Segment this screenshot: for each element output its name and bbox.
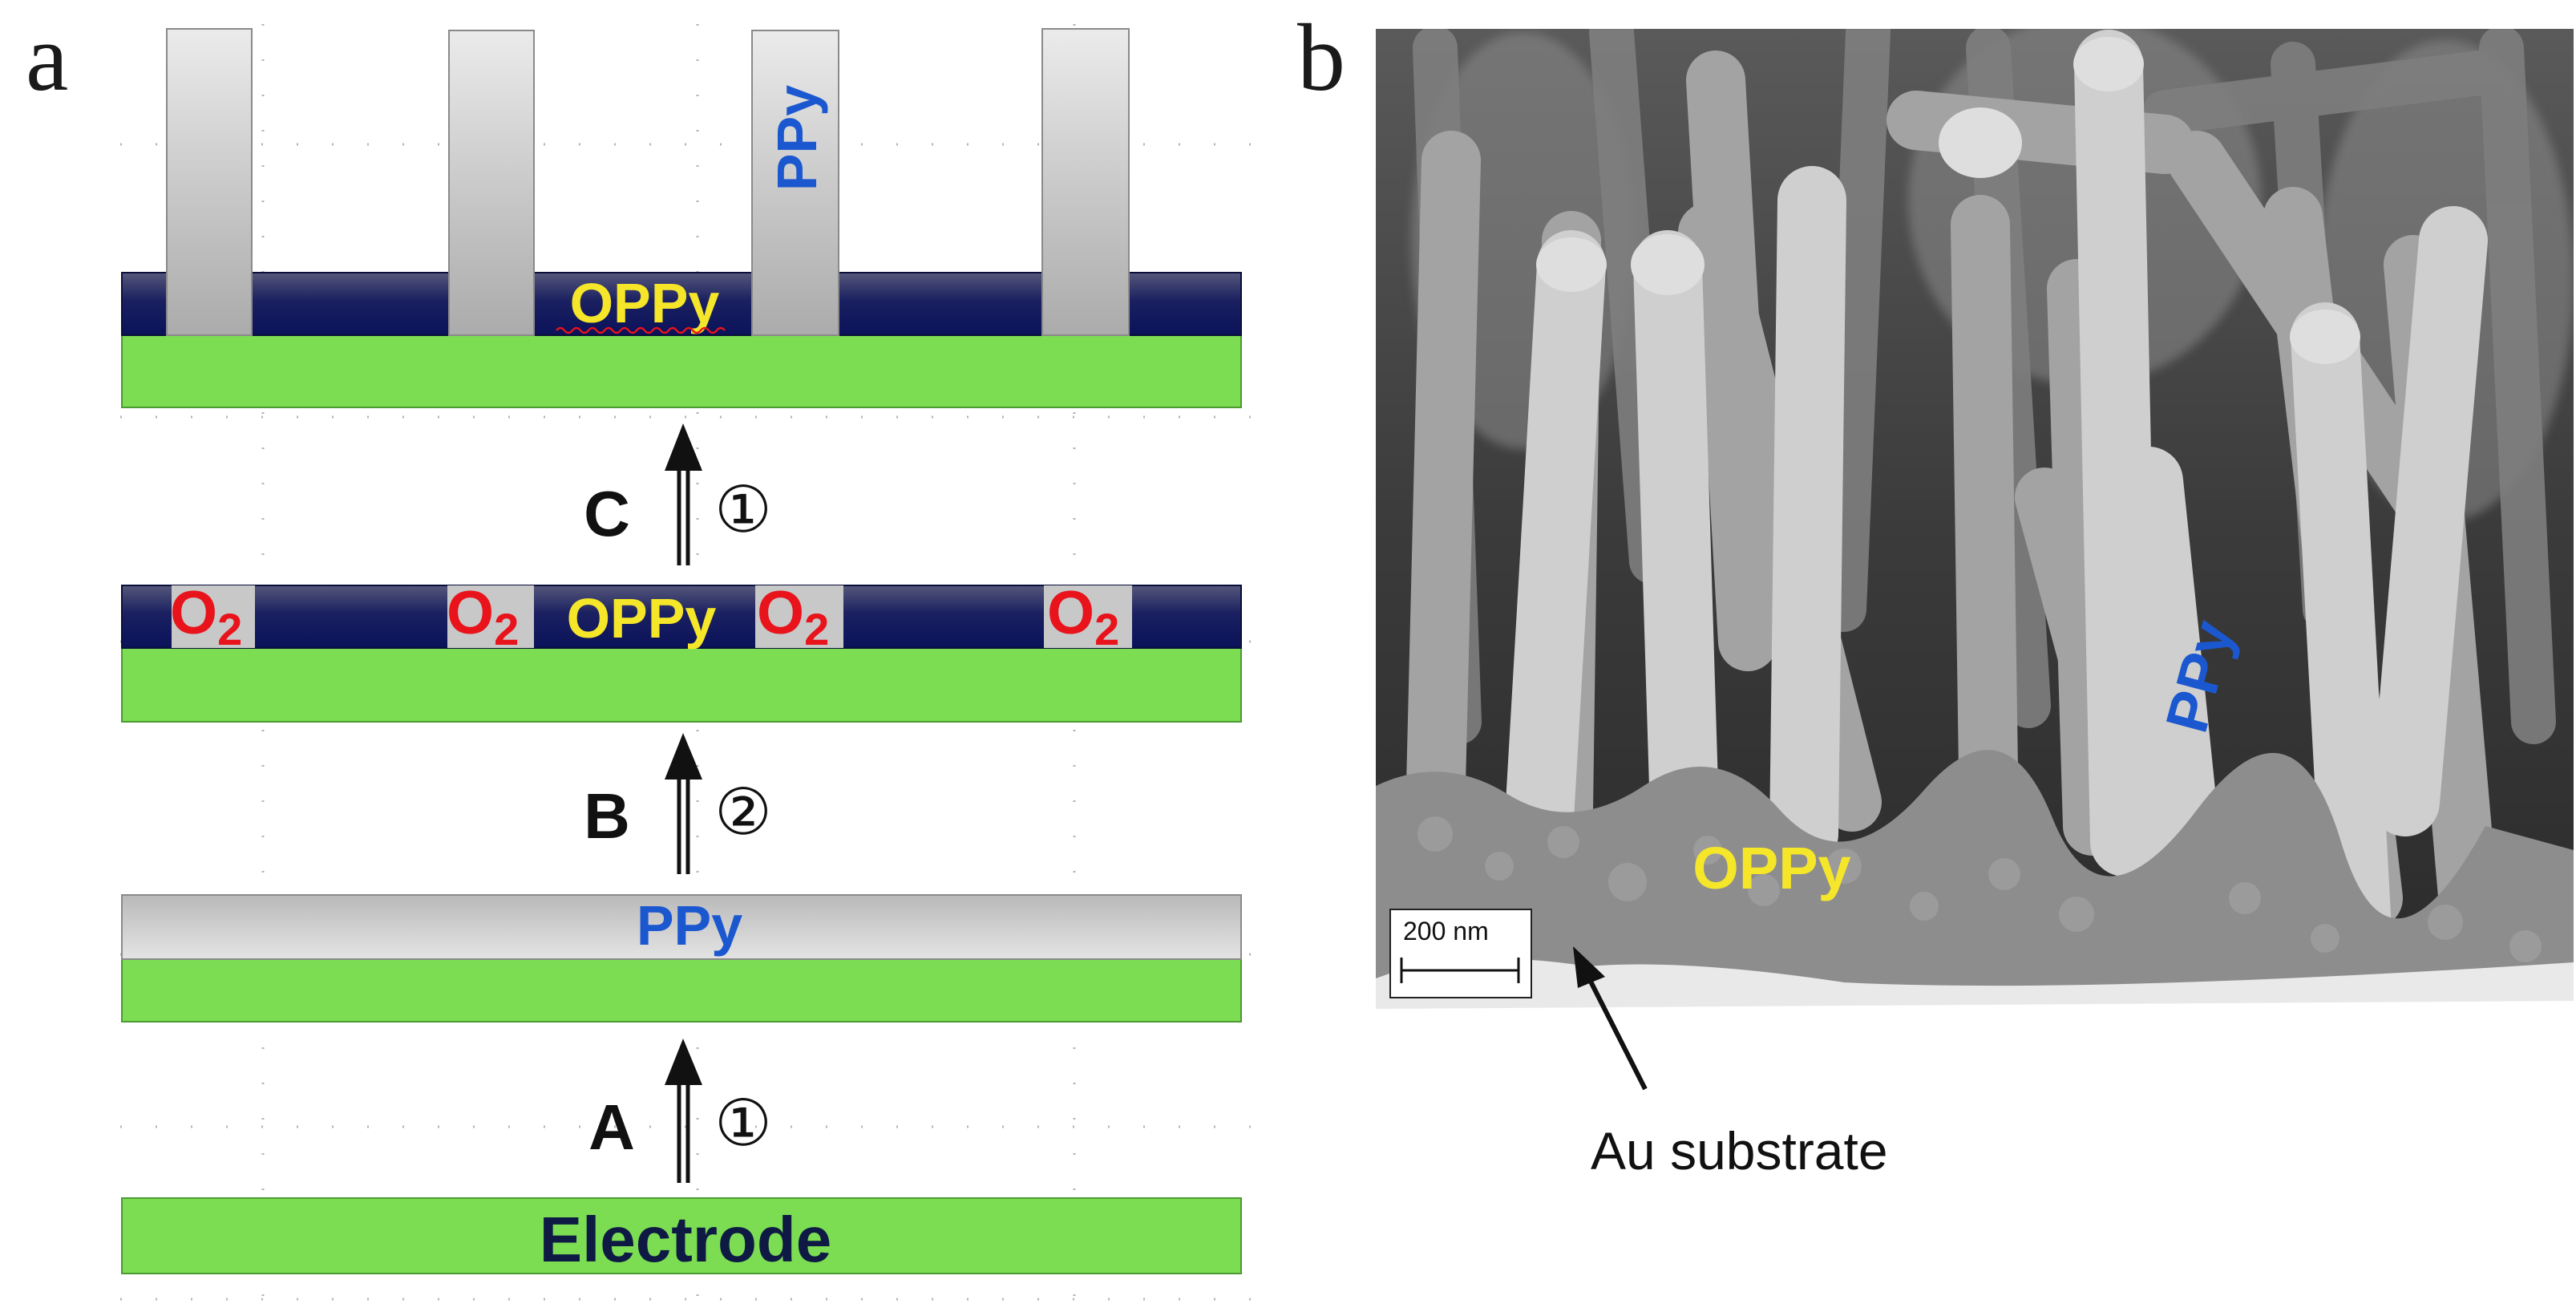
step-c-label: C	[584, 478, 630, 549]
o2-subscript-4: 2	[1094, 604, 1119, 654]
panel-b: b	[1297, 4, 2574, 1180]
o2-subscript-1: 2	[217, 604, 242, 654]
step-c-arrow	[665, 423, 702, 565]
o2-subscript-2: 2	[494, 604, 519, 654]
step-b-arrow	[665, 733, 702, 874]
scale-bar-box	[1389, 909, 1532, 998]
o2-label-3: O	[757, 579, 804, 647]
electrode-layer-level1	[121, 958, 1242, 1022]
oppy-label-level3: OPPy	[570, 272, 720, 334]
step-b-label: B	[584, 780, 630, 852]
spellcheck-underline	[556, 326, 726, 334]
scale-bar	[1400, 958, 1520, 983]
o2-subscript-3: 2	[804, 604, 829, 654]
scale-bar-label: 200 nm	[1403, 917, 1489, 946]
step-a-label: A	[588, 1091, 635, 1163]
ppy-film-label: PPy	[637, 894, 742, 957]
sem-oppy-label: OPPy	[1692, 835, 1850, 901]
step-c-circled-number: ①	[714, 472, 772, 547]
oppy-label-level2: OPPy	[567, 587, 717, 650]
electrode-label: Electrode	[540, 1204, 832, 1275]
o2-label-4: O	[1047, 579, 1094, 647]
step-a-circled-number: ①	[714, 1086, 772, 1160]
ppy-wire-label: PPy	[766, 85, 828, 191]
panel-b-letter: b	[1297, 4, 1345, 111]
o2-label-2: O	[447, 579, 494, 647]
electrode-layer-level2	[121, 647, 1242, 723]
svg-text:O2: O2	[170, 579, 242, 654]
svg-text:O2: O2	[447, 579, 519, 654]
electrode-layer-level3	[121, 334, 1242, 408]
panel-a: a Electrode A ① PPy	[26, 4, 1251, 1301]
ppy-nanowires-schematic	[166, 28, 1130, 336]
svg-text:O2: O2	[757, 579, 829, 654]
oxygen-windows	[172, 585, 1132, 648]
substrate-label: Au substrate	[1591, 1121, 1888, 1180]
o2-label-1: O	[170, 579, 217, 647]
oxygen-labels: O2 O2 O2 O2	[170, 579, 1119, 654]
sem-micrograph	[1376, 29, 2574, 1020]
step-a-arrow	[665, 1039, 702, 1183]
step-b-circled-number: ②	[714, 775, 772, 849]
ppy-film-layer	[121, 894, 1242, 960]
substrate-pointer-arrow	[1573, 946, 1648, 1091]
panel-a-letter: a	[26, 4, 68, 111]
electrode-layer	[121, 1197, 1242, 1274]
svg-text:O2: O2	[1047, 579, 1119, 654]
